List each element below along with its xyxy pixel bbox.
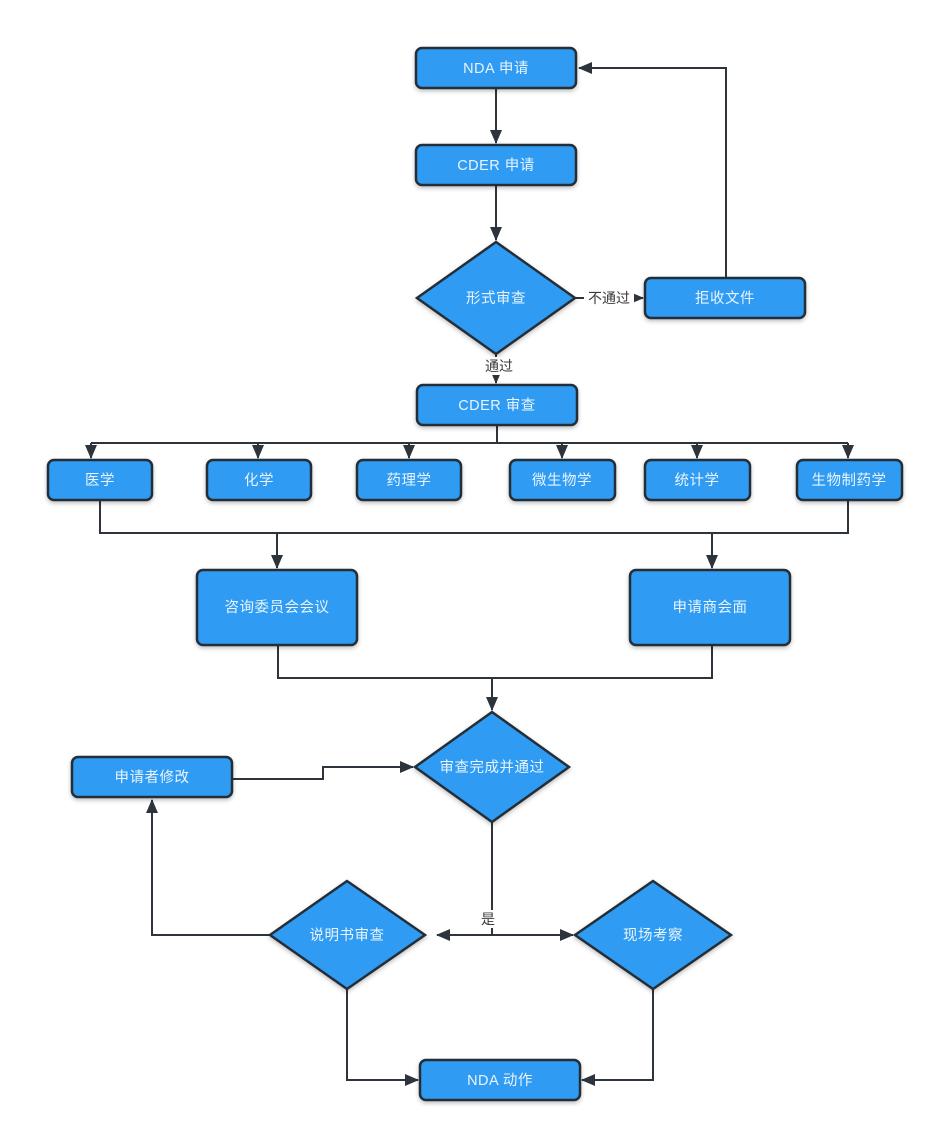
chemistry-shape[interactable] bbox=[205, 458, 313, 502]
node-site-inspection[interactable]: 现场考察 bbox=[572, 879, 734, 991]
node-microbiology[interactable]: 微生物学 bbox=[508, 458, 617, 502]
formal-review-label: 形式审查 bbox=[466, 290, 526, 307]
node-nda-application[interactable]: NDA 申请 bbox=[414, 46, 578, 90]
edge-site-inspection-to-nda-action bbox=[581, 989, 654, 1086]
site-inspection-label: 现场考察 bbox=[623, 926, 683, 944]
edge-label-pass-text: 通过 bbox=[485, 358, 513, 374]
applicant-meeting-shape[interactable] bbox=[628, 568, 792, 647]
nda-application-label: NDA 申请 bbox=[463, 60, 529, 77]
microbiology-shape[interactable] bbox=[508, 458, 617, 502]
node-chemistry[interactable]: 化学 bbox=[205, 458, 313, 502]
edge-reject-loop-to-nda bbox=[578, 62, 727, 278]
chemistry-label: 化学 bbox=[244, 472, 274, 489]
label-review-label: 说明书审查 bbox=[310, 927, 385, 944]
statistics-shape[interactable] bbox=[643, 458, 752, 502]
edge-merge-line bbox=[99, 500, 849, 534]
reject-documents-label: 拒收文件 bbox=[695, 290, 755, 307]
medicine-shape[interactable] bbox=[46, 458, 154, 502]
nda-action-label: NDA 动作 bbox=[467, 1072, 533, 1089]
edge-label-review-to-nda-action bbox=[346, 989, 419, 1086]
node-medicine[interactable]: 医学 bbox=[46, 458, 154, 502]
edge-labels: 不通过 通过 是 bbox=[478, 288, 634, 928]
formal-review-shape[interactable] bbox=[414, 240, 578, 356]
applicant-meeting-label: 申请商会面 bbox=[673, 599, 748, 616]
medicine-label: 医学 bbox=[85, 472, 115, 489]
node-applicant-revision[interactable]: 申请者修改 bbox=[70, 755, 234, 799]
nda-action-shape[interactable] bbox=[418, 1058, 582, 1102]
node-nda-action[interactable]: NDA 动作 bbox=[418, 1058, 582, 1102]
edge-label-pass-bg bbox=[481, 357, 518, 375]
node-advisory-committee-meeting[interactable]: 咨询委员会会议 bbox=[195, 568, 359, 647]
nda-application-shape[interactable] bbox=[414, 46, 578, 90]
edge-label-yes: 是 bbox=[478, 910, 499, 928]
pharmacology-label: 药理学 bbox=[387, 472, 432, 489]
applicant-revision-label: 申请者修改 bbox=[115, 769, 190, 786]
node-biopharmaceutics[interactable]: 生物制药学 bbox=[795, 458, 904, 502]
edge-label-review-to-revision bbox=[146, 799, 270, 936]
node-statistics[interactable]: 统计学 bbox=[643, 458, 752, 502]
pharmacology-shape[interactable] bbox=[355, 458, 463, 502]
edge-label-yes-text: 是 bbox=[481, 911, 495, 927]
node-cder-application[interactable]: CDER 申请 bbox=[414, 143, 578, 187]
edge-label-yes-bg bbox=[478, 910, 499, 928]
node-formal-review[interactable]: 形式审查 bbox=[414, 240, 578, 356]
cder-review-shape[interactable] bbox=[415, 383, 579, 427]
biopharmaceutics-label: 生物制药学 bbox=[812, 472, 887, 489]
node-reject-documents[interactable]: 拒收文件 bbox=[643, 276, 807, 320]
microbiology-label: 微生物学 bbox=[532, 472, 592, 489]
cder-review-label: CDER 审查 bbox=[458, 397, 536, 414]
node-label-review[interactable]: 说明书审查 bbox=[267, 879, 428, 991]
biopharmaceutics-shape[interactable] bbox=[795, 458, 904, 502]
edge-meeting-merge-line bbox=[277, 645, 713, 679]
edge-label-fail-text: 不通过 bbox=[588, 290, 630, 306]
node-cder-review[interactable]: CDER 审查 bbox=[415, 383, 579, 427]
advisory-committee-meeting-label: 咨询委员会会议 bbox=[225, 599, 330, 616]
advisory-committee-meeting-shape[interactable] bbox=[195, 568, 359, 647]
applicant-revision-shape[interactable] bbox=[70, 755, 234, 799]
node-review-complete-passed[interactable]: 审查完成并通过 bbox=[412, 710, 572, 824]
connectors bbox=[85, 62, 854, 1086]
reject-documents-shape[interactable] bbox=[643, 276, 807, 320]
edge-revision-to-review-complete bbox=[232, 761, 414, 780]
edge-label-fail-bg bbox=[584, 288, 634, 307]
cder-application-shape[interactable] bbox=[414, 143, 578, 187]
statistics-label: 统计学 bbox=[675, 472, 720, 489]
node-pharmacology[interactable]: 药理学 bbox=[355, 458, 463, 502]
node-applicant-meeting[interactable]: 申请商会面 bbox=[628, 568, 792, 647]
edge-label-fail: 不通过 bbox=[584, 288, 634, 307]
label-review-shape[interactable] bbox=[267, 879, 428, 991]
cder-application-label: CDER 申请 bbox=[457, 157, 535, 174]
review-complete-passed-label: 审查完成并通过 bbox=[440, 759, 545, 776]
nodes: NDA 申请 CDER 申请 形式审查 拒收文件 CDER 审查 医学 化学 bbox=[46, 46, 904, 1102]
site-inspection-shape[interactable] bbox=[572, 879, 734, 991]
review-complete-passed-shape[interactable] bbox=[412, 710, 572, 824]
edge-label-pass: 通过 bbox=[481, 357, 518, 375]
